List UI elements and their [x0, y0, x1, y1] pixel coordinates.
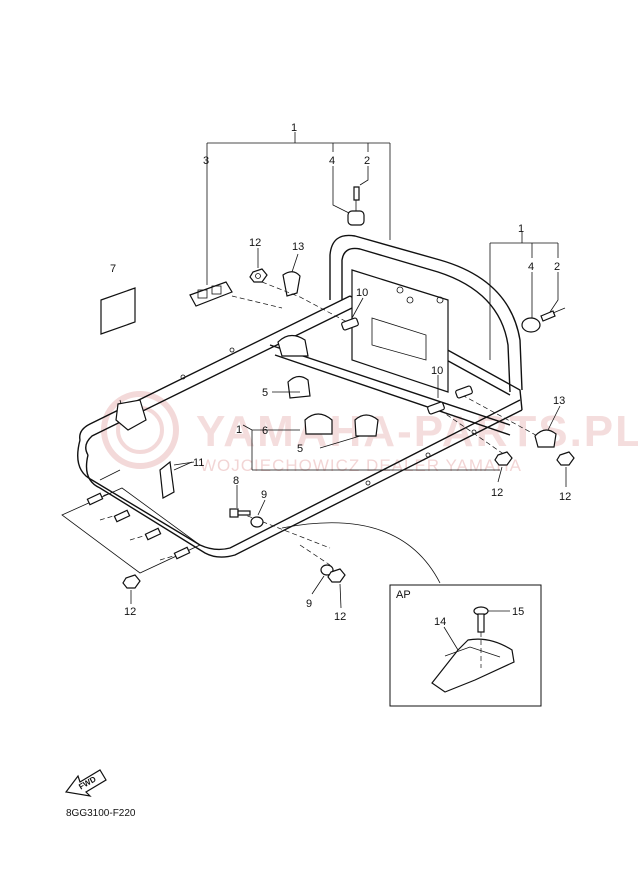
bolt-part-2-top: [353, 186, 360, 212]
callout-2-top: 2: [364, 155, 370, 167]
callout-1-right: 1: [518, 223, 524, 235]
bolt-part-10-upper: [341, 317, 359, 331]
callout-5-lower: 5: [297, 443, 303, 455]
callout-12-right-a: 12: [491, 487, 503, 499]
clamp-part-13-right: [534, 429, 557, 448]
callout-1-top: 1: [291, 122, 297, 134]
callout-9-lower: 9: [306, 598, 312, 610]
callout-13-right: 13: [553, 395, 565, 407]
callout-12-left: 12: [249, 237, 261, 249]
callout-4-right: 4: [528, 261, 534, 273]
watermark-line1: YAMAHA-PARTS.PL: [196, 407, 638, 456]
callout-5-upper: 5: [262, 387, 268, 399]
bolt-part-2-right: [540, 307, 566, 322]
inset-box-ap: AP: [389, 584, 542, 707]
nut-part-12-right-a: [494, 451, 513, 466]
callout-6: 6: [262, 425, 268, 437]
clamp-part-13-left: [282, 271, 301, 297]
hook-part-6: [304, 413, 333, 435]
callout-12-bottom-mid: 12: [334, 611, 346, 623]
inset-label: AP: [396, 589, 411, 601]
damper-part-4-right: [521, 317, 541, 333]
watermark-line2: WOJCIECHOWICZ DEALER YAMAHA: [200, 456, 522, 475]
callout-8: 8: [233, 475, 239, 487]
callout-15: 15: [512, 606, 524, 618]
callout-bracket-top: [206, 132, 391, 285]
callout-9-upper: 9: [261, 489, 267, 501]
callout-7: 7: [110, 263, 116, 275]
callout-3: 3: [203, 155, 209, 167]
callout-1-mid: 1: [236, 424, 242, 436]
leader-lines: [130, 248, 567, 609]
callout-11: 11: [193, 457, 204, 469]
front-bolts: [86, 492, 191, 560]
callout-bracket-right: [489, 232, 559, 360]
nut-part-12-upper: [249, 268, 268, 283]
callout-lines-mid: [242, 391, 500, 471]
callout-13-left: 13: [292, 241, 304, 253]
bottom-guard-outline: [61, 487, 201, 574]
callout-4-top: 4: [329, 155, 335, 167]
bolt-part-8: [229, 508, 251, 518]
watermark: YAMAHA-PARTS.PL WOJCIECHOWICZ DEALER YAM…: [101, 391, 638, 475]
callout-14: 14: [434, 616, 446, 628]
clamp-part-5-lower: [354, 414, 379, 437]
callout-12-right-b: 12: [559, 491, 571, 503]
washer-part-9-lower: [320, 564, 334, 576]
pad-plate-part-3: [189, 281, 233, 307]
callout-labels: 1 3 4 2 12 13 7 10 1 4 2 5 1 6 5 10 13 1…: [110, 122, 571, 628]
damper-part-4-top: [347, 210, 365, 226]
nut-part-12-bottom-mid: [327, 568, 346, 583]
callout-2-right: 2: [554, 261, 560, 273]
callout-12-bottom-left: 12: [124, 606, 136, 618]
callout-10-lower: 10: [431, 365, 443, 377]
fwd-arrow-icon: FWD: [64, 769, 107, 797]
callout-10-upper: 10: [356, 287, 368, 299]
nut-part-12-bottom-left: [122, 574, 141, 589]
fitting-part-11: [159, 460, 195, 499]
clamp-part-5-upper: [287, 375, 311, 399]
bolt-part-10-lower: [427, 385, 473, 415]
guard-part-14: [431, 638, 515, 693]
nut-part-12-right-b: [556, 451, 575, 466]
diagram-code: 8GG3100-F220: [66, 808, 136, 819]
washer-part-9-upper: [250, 516, 264, 528]
sticker-part-7: [100, 287, 136, 335]
